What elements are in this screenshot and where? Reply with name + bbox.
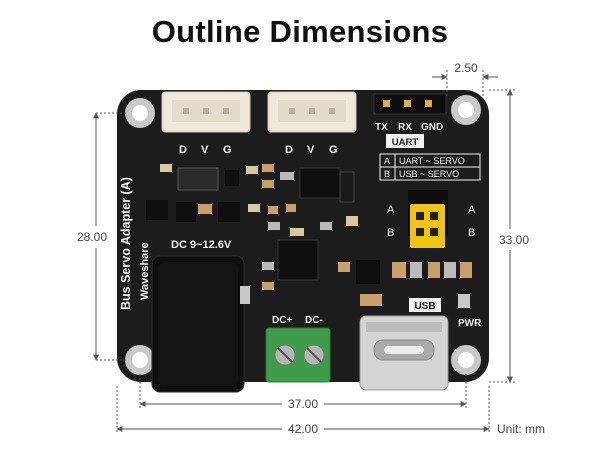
mode-value-a: UART ~ SERVO [399, 156, 465, 166]
dc-input-label: DC 9~12.6V [171, 239, 232, 251]
uart-label-box [386, 134, 424, 148]
pin-header [373, 93, 447, 115]
dim-board-height: 33.00 [499, 233, 529, 247]
jumper-cap [410, 204, 445, 248]
connector-right-pin-d: D [285, 144, 293, 156]
dc-minus-label: DC- [305, 315, 323, 326]
pwr-label: PWR [458, 318, 482, 329]
mode-table: A UART ~ SERVO B USB ~ SERVO [379, 153, 481, 181]
mounting-hole-bl [125, 345, 155, 375]
uart-label: UART [392, 137, 419, 148]
mode-value-b: USB ~ SERVO [399, 169, 459, 179]
mode-key-a: A [384, 156, 390, 166]
product-name: Bus Servo Adapter (A) [119, 177, 133, 310]
dim-header-pitch: 2.50 [454, 61, 478, 75]
header-label-gnd: GND [421, 122, 443, 133]
jumper-right-b: B [468, 227, 475, 239]
servo-connector-left [161, 91, 251, 133]
jumper-block [408, 190, 448, 248]
connector-right-pin-v: V [307, 144, 315, 156]
brand-label: Waveshare [139, 242, 151, 300]
usb-label: USB [414, 301, 435, 312]
usb-c-connector [359, 315, 449, 391]
dc-barrel-jack [151, 255, 250, 393]
dim-hole-spacing-horizontal: 37.00 [288, 397, 318, 411]
page-title: Outline Dimensions [151, 14, 449, 49]
header-label-rx: RX [398, 122, 412, 133]
dc-plus-label: DC+ [272, 315, 292, 326]
smd-components [146, 164, 472, 308]
connector-left-pin-v: V [201, 144, 209, 156]
dimension-lines [93, 70, 516, 434]
dim-board-width: 42.00 [288, 422, 318, 436]
usb-bridge-ic [356, 260, 380, 284]
usb-label-box [409, 298, 441, 312]
driver-ic [277, 239, 319, 281]
jumper-left-b: B [387, 227, 394, 239]
connector-left-pin-g: G [223, 144, 232, 156]
screw-terminal [265, 327, 331, 383]
dim-hole-spacing-vertical: 28.00 [77, 230, 107, 244]
header-label-tx: TX [375, 122, 388, 133]
connector-right-pin-g: G [329, 144, 338, 156]
connector-left-pin-d: D [179, 144, 187, 156]
mounting-hole-tr [451, 95, 481, 125]
mounting-hole-br [451, 345, 481, 375]
jumper-left-a: A [387, 204, 395, 216]
jumper-right-a: A [468, 204, 476, 216]
mounting-hole-tl [125, 98, 155, 128]
mode-key-b: B [384, 169, 390, 179]
unit-label: Unit: mm [497, 422, 545, 436]
servo-connector-right [267, 91, 357, 133]
